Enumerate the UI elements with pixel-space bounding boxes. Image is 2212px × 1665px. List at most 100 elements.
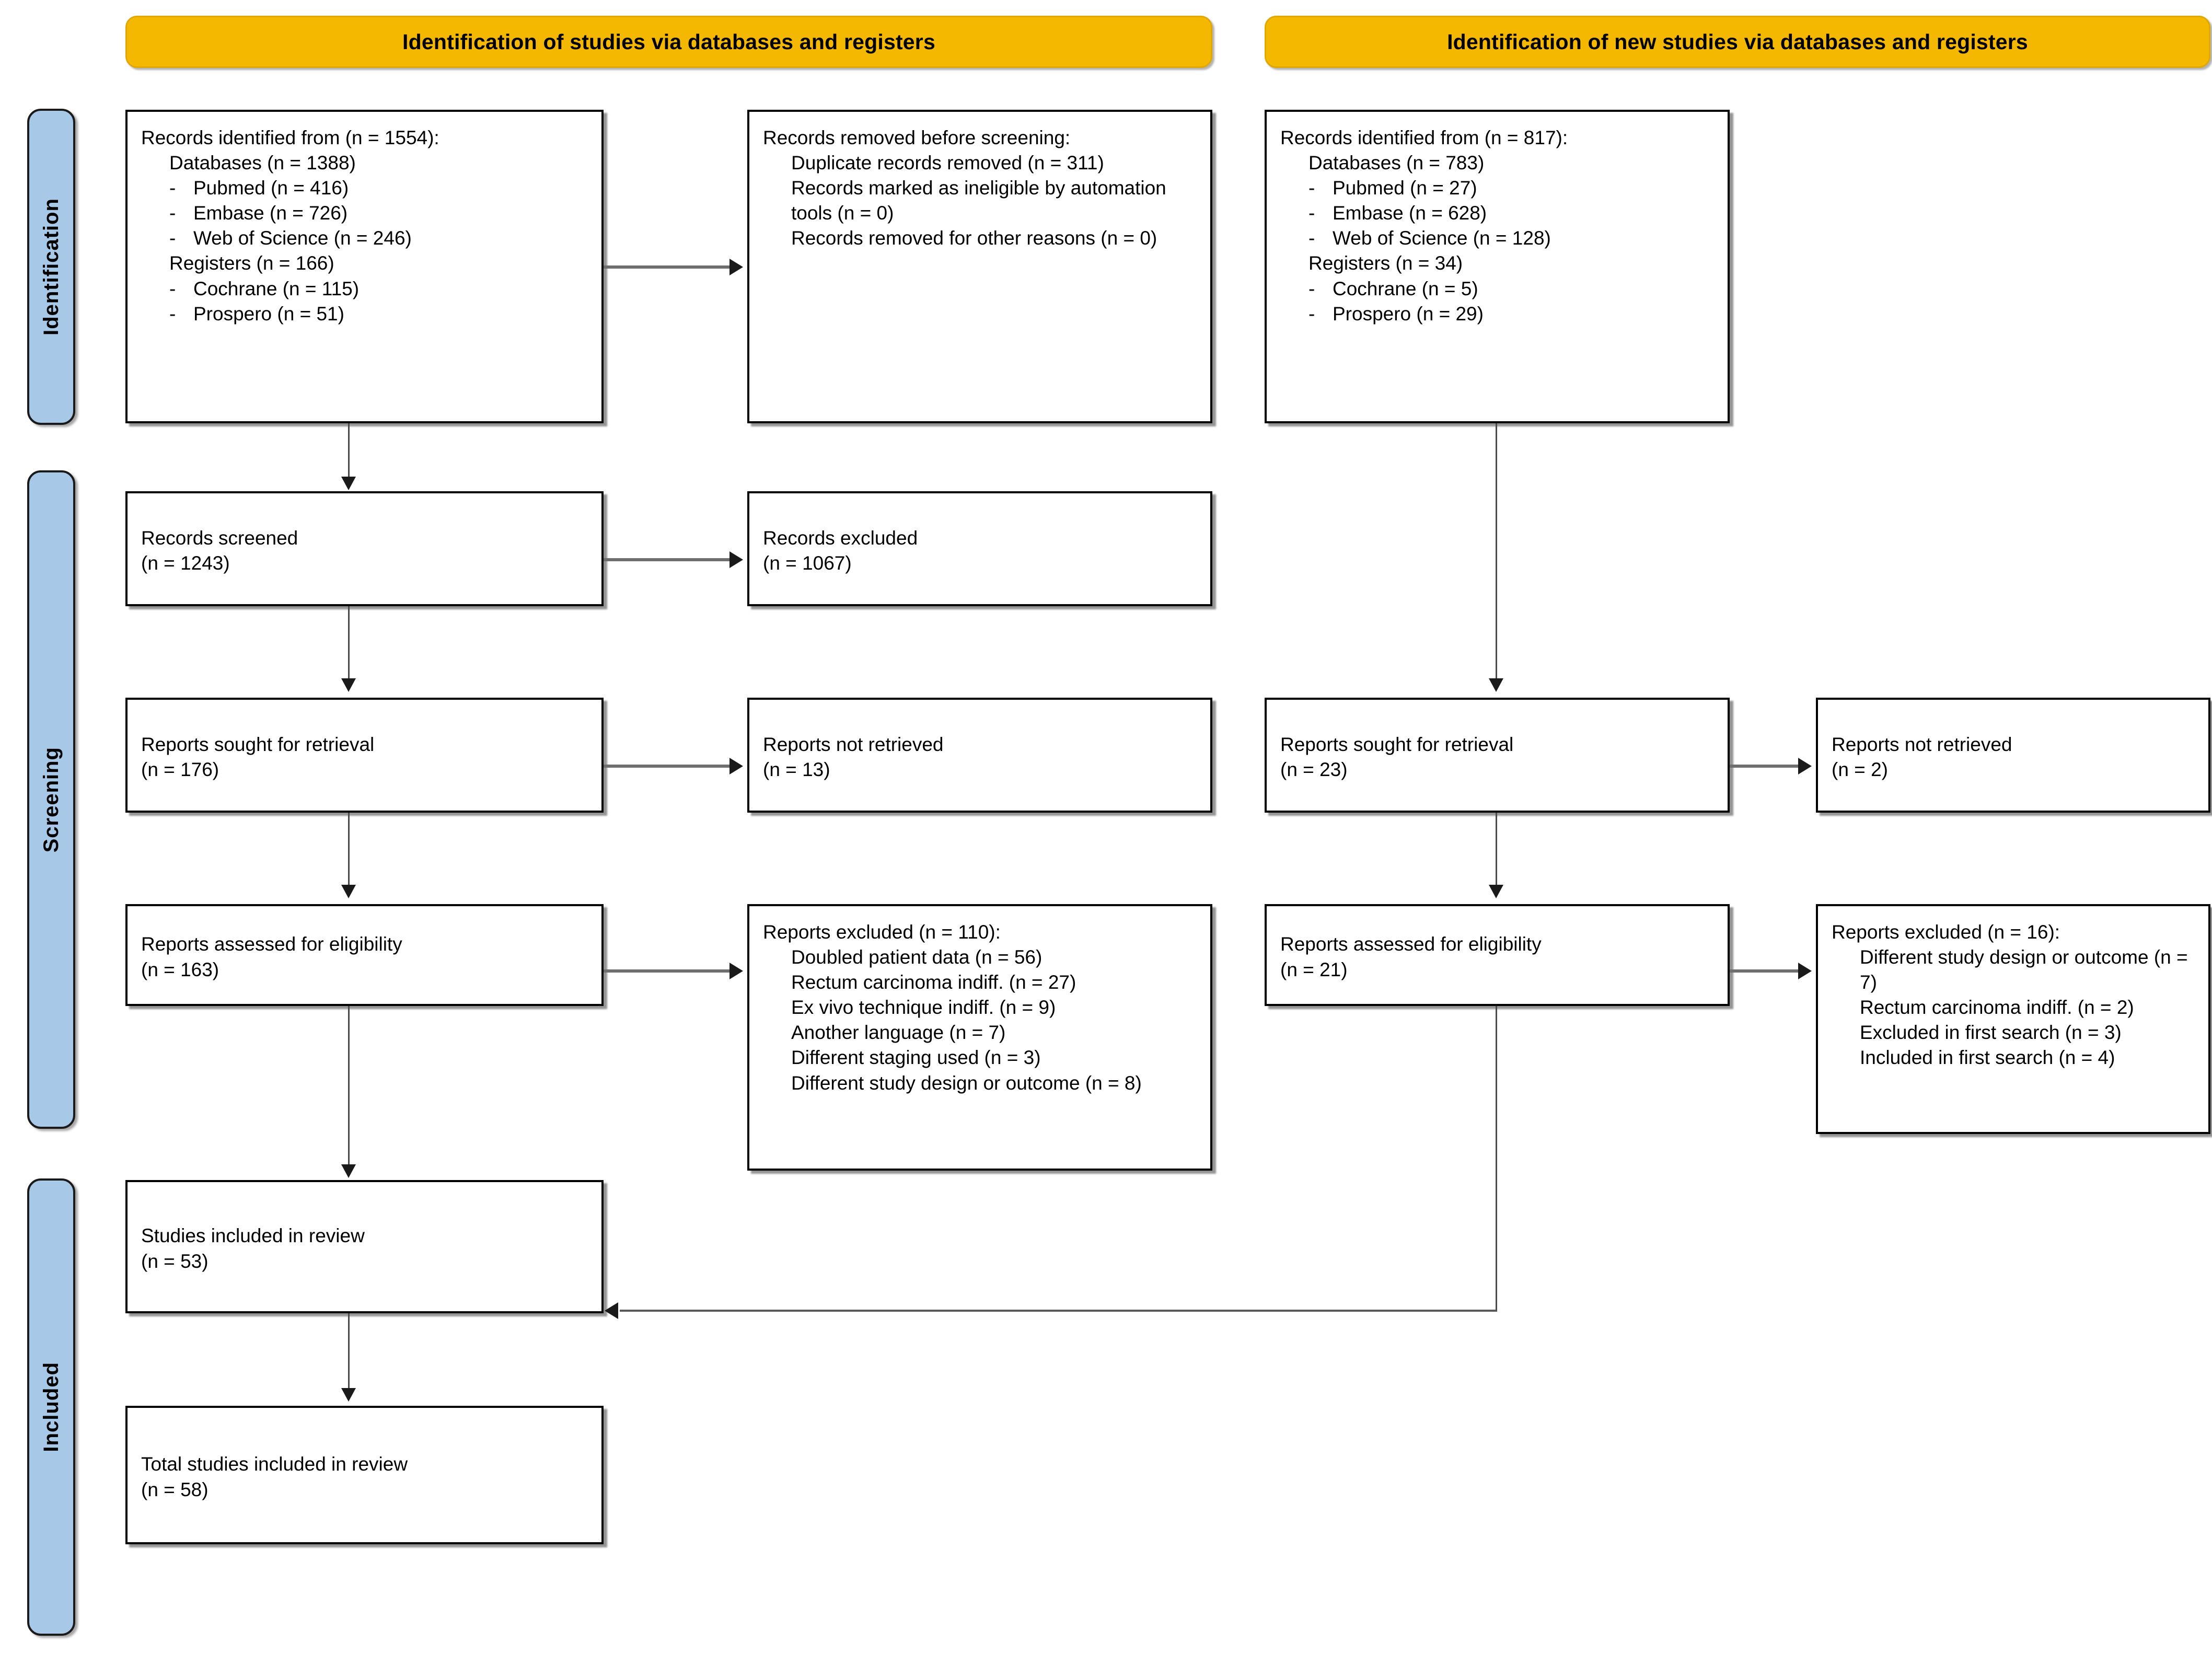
- reports-not-retrieved-left-line-0: Reports not retrieved: [763, 733, 944, 755]
- records-identified-left-line-5: Registers (n = 166): [169, 252, 334, 274]
- reports-assessed-left-line-1: (n = 163): [141, 958, 219, 980]
- arrow-sought-to-notretrieved-right: [1798, 758, 1812, 774]
- reports-excluded-right-line-4: Included in first search (n = 4): [1860, 1047, 2115, 1069]
- header-bar-left-identification: Identification of studies via databases …: [125, 16, 1212, 68]
- arrow-assessed-to-excluded-left: [729, 963, 743, 979]
- records-screened-line-0: Records screened: [141, 527, 298, 549]
- records-identified-left-line-6: Cochrane (n = 115): [193, 278, 360, 299]
- arrow-identified-to-screened: [341, 477, 356, 490]
- stage-label-included: Included: [27, 1178, 75, 1636]
- records-excluded-line-0: Records excluded: [763, 527, 918, 549]
- records-screened-line-1: (n = 1243): [141, 552, 230, 574]
- records-identified-right-line-5: Registers (n = 34): [1308, 252, 1463, 274]
- reports-excluded-left-line-1: Doubled patient data (n = 56): [791, 946, 1043, 968]
- total-studies-line-1: (n = 58): [141, 1478, 209, 1500]
- bullet-dash-icon: -: [1308, 303, 1315, 325]
- connector-assessed-to-included-left: [348, 1006, 350, 1168]
- records-identified-left-line-3-row: - Embase (n = 726): [141, 201, 590, 226]
- records-identified-left-line-4-row: - Web of Science (n = 246): [141, 226, 590, 251]
- connector-identified-to-screened: [348, 423, 350, 481]
- reports-assessed-left-line-0: Reports assessed for eligibility: [141, 933, 402, 955]
- box-reports-sought-left: Reports sought for retrieval (n = 176): [125, 698, 604, 813]
- records-identified-left-line-7: Prospero (n = 51): [193, 303, 344, 325]
- bullet-dash-icon: -: [169, 278, 176, 299]
- records-identified-right-line-0: Records identified from (n = 817):: [1280, 127, 1568, 148]
- bullet-dash-icon: -: [169, 177, 176, 199]
- reports-sought-right-line-1: (n = 23): [1280, 759, 1348, 780]
- reports-not-retrieved-right-line-0: Reports not retrieved: [1832, 733, 2012, 755]
- records-identified-right-line-1: Databases (n = 783): [1308, 152, 1485, 174]
- connector-sought-to-notretrieved-right: [1730, 765, 1800, 768]
- studies-included-line-0: Studies included in review: [141, 1225, 365, 1247]
- reports-excluded-right-line-1: Different study design or outcome (n = 7…: [1860, 946, 2188, 993]
- box-reports-not-retrieved-left: Reports not retrieved (n = 13): [747, 698, 1212, 813]
- arrow-assessed-to-included-left: [341, 1164, 356, 1178]
- studies-included-line-1: (n = 53): [141, 1250, 209, 1272]
- arrow-included-to-total: [341, 1388, 356, 1402]
- reports-excluded-right-line-2: Rectum carcinoma indiff. (n = 2): [1860, 997, 2134, 1019]
- box-studies-included-in-review: Studies included in review (n = 53): [125, 1180, 604, 1313]
- stage-label-identification: Identification: [27, 109, 75, 425]
- reports-excluded-left-line-6: Different study design or outcome (n = 8…: [791, 1072, 1142, 1094]
- reports-sought-left-line-0: Reports sought for retrieval: [141, 733, 375, 755]
- arrow-sought-to-assessed-left: [341, 885, 356, 898]
- connector-identified-to-removed: [604, 265, 732, 269]
- reports-assessed-right-line-0: Reports assessed for eligibility: [1280, 933, 1542, 955]
- connector-assessed-to-excluded-right: [1730, 969, 1800, 973]
- records-identified-left-line-2: Pubmed (n = 416): [193, 177, 349, 199]
- arrow-screened-to-sought: [341, 678, 356, 692]
- records-identified-left-line-1: Databases (n = 1388): [169, 152, 356, 174]
- reports-sought-left-line-1: (n = 176): [141, 759, 219, 780]
- reports-excluded-left-line-2: Rectum carcinoma indiff. (n = 27): [791, 972, 1076, 993]
- header-right-label: Identification of new studies via databa…: [1447, 29, 2028, 54]
- reports-not-retrieved-right-line-1: (n = 2): [1832, 759, 1888, 780]
- records-identified-right-line-6-row: - Cochrane (n = 5): [1280, 276, 1716, 302]
- arrow-assessed-to-excluded-right: [1798, 963, 1812, 979]
- records-identified-right-line-4-row: - Web of Science (n = 128): [1280, 226, 1716, 251]
- box-records-identified-right: Records identified from (n = 817): Datab…: [1265, 110, 1730, 423]
- reports-excluded-left-line-3: Ex vivo technique indiff. (n = 9): [791, 997, 1056, 1019]
- arrow-identified-to-removed: [729, 259, 743, 275]
- connector-assessed-right-down: [1496, 1006, 1497, 1312]
- connector-identified-to-sought-right: [1496, 423, 1497, 682]
- arrow-identified-to-sought-right: [1489, 678, 1503, 692]
- box-records-screened: Records screened (n = 1243): [125, 491, 604, 606]
- records-identified-right-line-7: Prospero (n = 29): [1333, 303, 1484, 325]
- box-records-identified-left: Records identified from (n = 1554): Data…: [125, 110, 604, 423]
- bullet-dash-icon: -: [1308, 227, 1315, 249]
- records-identified-left-line-3: Embase (n = 726): [193, 202, 348, 224]
- reports-assessed-right-line-1: (n = 21): [1280, 958, 1348, 980]
- arrow-sought-to-assessed-right: [1489, 885, 1503, 898]
- box-reports-excluded-left: Reports excluded (n = 110): Doubled pati…: [747, 904, 1212, 1171]
- box-total-studies-included: Total studies included in review (n = 58…: [125, 1406, 604, 1544]
- records-identified-right-line-7-row: - Prospero (n = 29): [1280, 302, 1716, 327]
- bullet-dash-icon: -: [1308, 202, 1315, 224]
- arrow-screened-to-excluded: [729, 551, 743, 568]
- connector-sought-to-assessed-right: [1496, 813, 1497, 888]
- bullet-dash-icon: -: [1308, 177, 1315, 199]
- total-studies-line-0: Total studies included in review: [141, 1453, 408, 1475]
- box-reports-sought-right: Reports sought for retrieval (n = 23): [1265, 698, 1730, 813]
- records-identified-left-line-4: Web of Science (n = 246): [193, 227, 412, 249]
- records-excluded-line-1: (n = 1067): [763, 552, 852, 574]
- records-identified-left-line-2-row: - Pubmed (n = 416): [141, 176, 590, 201]
- records-removed-line-0: Records removed before screening:: [763, 127, 1071, 148]
- arrow-sought-to-notretrieved-left: [729, 758, 743, 774]
- connector-sought-to-notretrieved-left: [604, 765, 732, 768]
- box-reports-excluded-right: Reports excluded (n = 16): Different stu…: [1816, 904, 2210, 1134]
- box-reports-not-retrieved-right: Reports not retrieved (n = 2): [1816, 698, 2210, 813]
- box-reports-assessed-right: Reports assessed for eligibility (n = 21…: [1265, 904, 1730, 1006]
- records-identified-right-line-2-row: - Pubmed (n = 27): [1280, 176, 1716, 201]
- reports-excluded-right-line-3: Excluded in first search (n = 3): [1860, 1022, 2122, 1044]
- header-left-label: Identification of studies via databases …: [402, 29, 935, 54]
- connector-screened-to-excluded: [604, 558, 732, 561]
- stage-label-screening: Screening: [27, 470, 75, 1129]
- records-removed-line-2: Records marked as ineligible by automati…: [791, 177, 1166, 224]
- connector-assessed-to-excluded-left: [604, 969, 732, 973]
- stage-screening-text: Screening: [39, 746, 63, 853]
- header-bar-right-identification: Identification of new studies via databa…: [1265, 16, 2210, 68]
- bullet-dash-icon: -: [169, 202, 176, 224]
- stage-identification-text: Identification: [39, 198, 63, 336]
- reports-sought-right-line-0: Reports sought for retrieval: [1280, 733, 1514, 755]
